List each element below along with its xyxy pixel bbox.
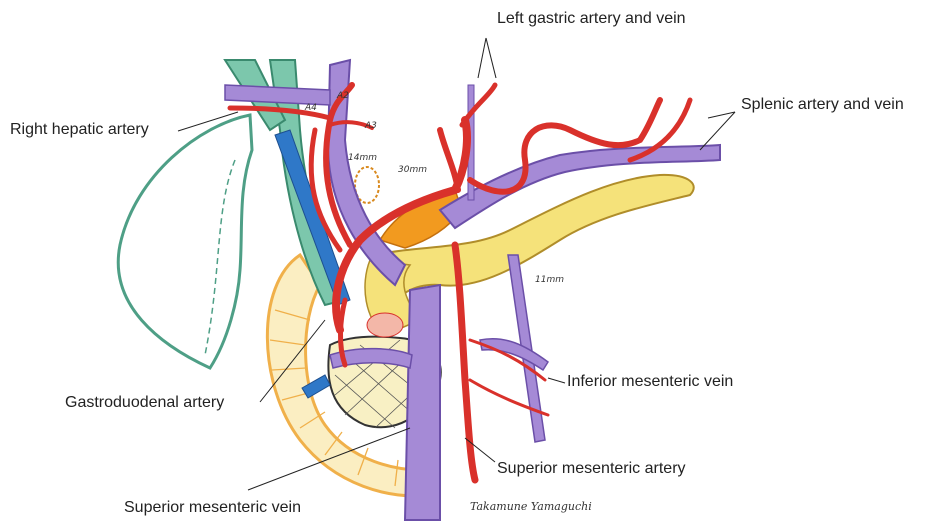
label-right-hepatic: Right hepatic artery	[10, 121, 149, 139]
liver-outline	[118, 115, 252, 368]
annotation-30mm: 30mm	[398, 165, 427, 175]
label-superior-mesenteric-vein: Superior mesenteric vein	[124, 499, 301, 517]
imv-branch	[480, 339, 548, 370]
lymph-node	[355, 167, 379, 203]
annotation-a3: A3	[364, 121, 377, 131]
annotation-14mm: 14mm	[348, 153, 377, 163]
portal-vein-left-branch	[225, 85, 330, 105]
annotation-a2: A2	[336, 91, 349, 101]
superior-mesenteric-vein-vessel	[405, 285, 440, 520]
label-superior-mesenteric-artery: Superior mesenteric artery	[497, 460, 686, 478]
label-left-gastric: Left gastric artery and vein	[497, 10, 686, 28]
label-gastroduodenal: Gastroduodenal artery	[65, 394, 224, 412]
artist-signature: Takamune Yamaguchi	[470, 500, 592, 513]
annotation-a4: A4	[304, 103, 317, 113]
pancreatic-lesion	[367, 313, 403, 337]
label-inferior-mesenteric-vein: Inferior mesenteric vein	[567, 373, 733, 391]
label-splenic: Splenic artery and vein	[741, 96, 904, 114]
annotation-11mm: 11mm	[535, 275, 564, 285]
